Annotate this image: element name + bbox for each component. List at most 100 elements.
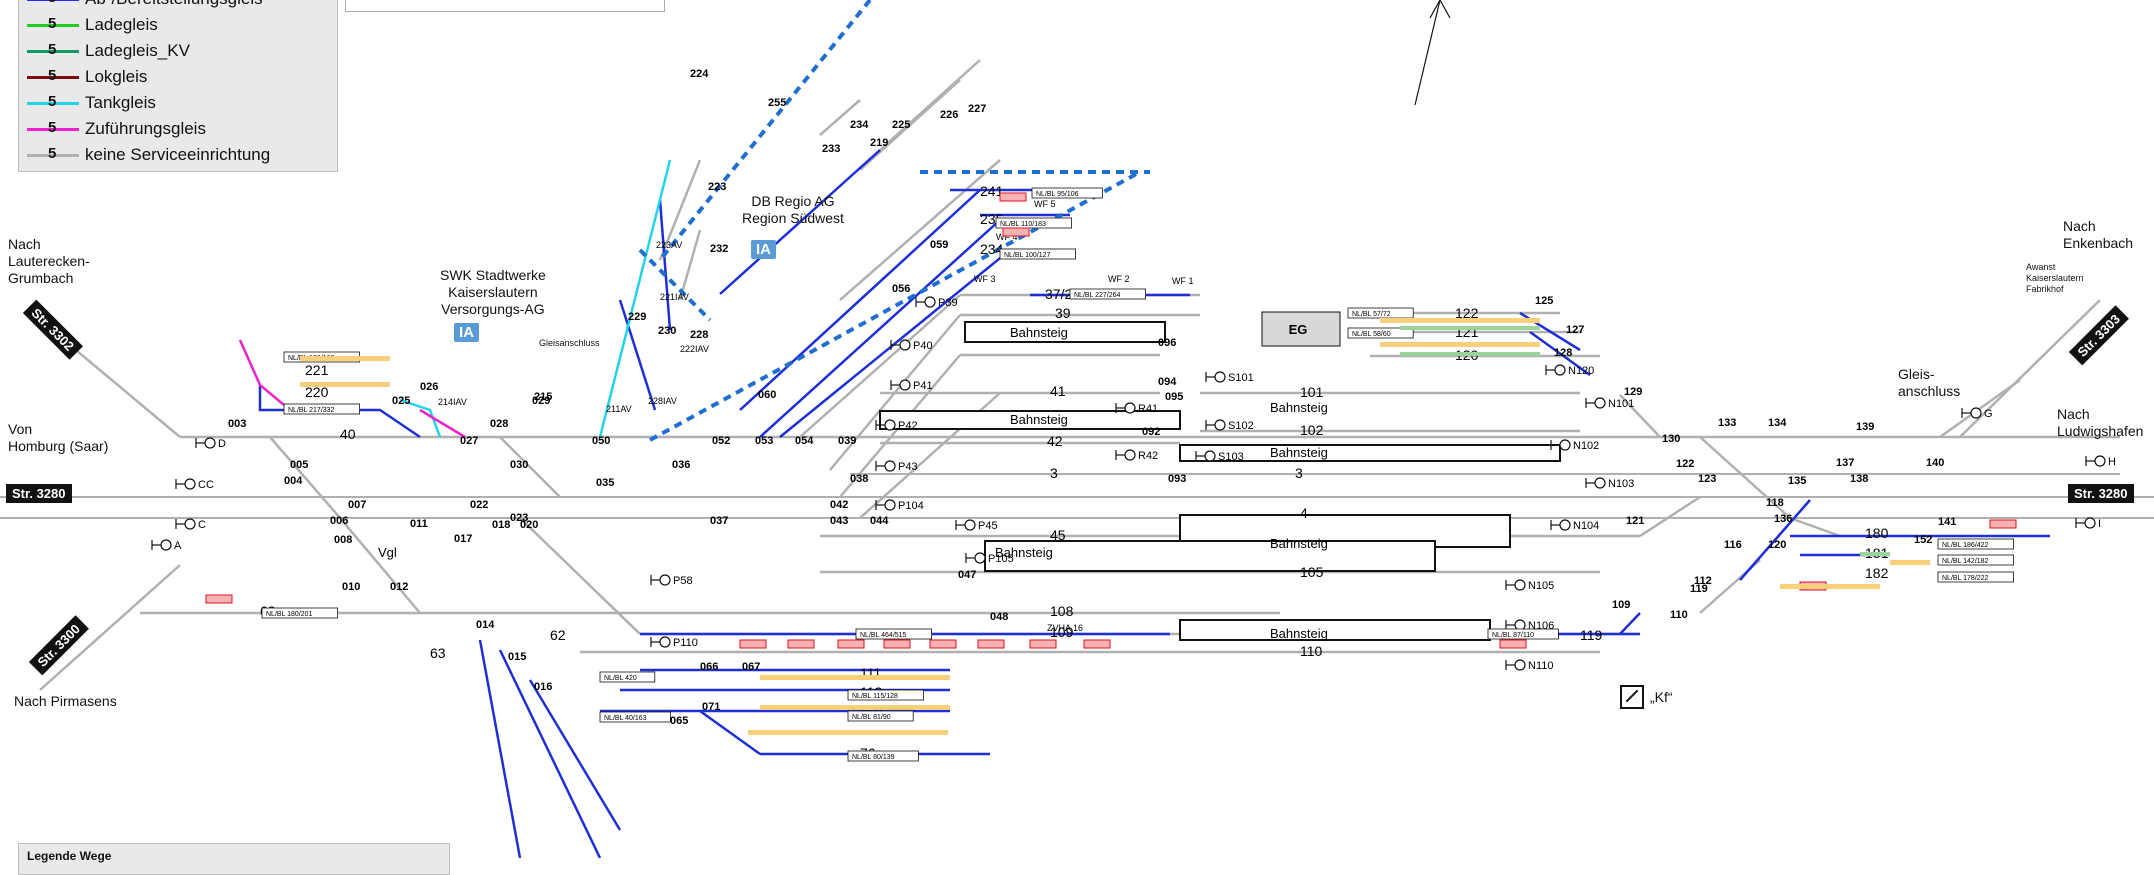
switch-number: 038 (850, 473, 868, 485)
diag-225 (859, 79, 961, 171)
legend-swatch: 5 (27, 15, 79, 35)
switch-number: 129 (1624, 386, 1642, 398)
signal-label: N101 (1608, 398, 1634, 410)
signal-icon (2084, 517, 2096, 529)
switch-number: 140 (1926, 457, 1944, 469)
signal-label: G (1984, 408, 1993, 420)
nlbl-box (599, 671, 656, 683)
diag-054 (799, 294, 961, 438)
equipment-marker (883, 639, 911, 649)
signal-label: N110 (1528, 660, 1553, 672)
blue-track-227 (618, 299, 657, 411)
diag-232 (839, 159, 1001, 301)
boundary-db (649, 170, 1141, 442)
nlbl-label: NL/BL 87/110 (1492, 632, 1534, 639)
track-number: 110 (1300, 643, 1323, 659)
direction-pirmasens: Nach Pirmasens (14, 693, 117, 709)
signal-label: S101 (1228, 372, 1254, 384)
signal-icon (659, 636, 671, 648)
legend-wege: Legende Wege (18, 843, 450, 875)
switch-number: 230 (658, 325, 676, 337)
storage-area (1780, 584, 1880, 589)
switch-number: 010 (342, 581, 360, 593)
platform-label: Bahnsteig (995, 545, 1053, 560)
signal-icon (1594, 477, 1606, 489)
switch-number: 226 (940, 109, 958, 121)
switch-number: 023 (510, 512, 528, 524)
switch-number: 225 (892, 119, 910, 131)
legend-swatch: 5 (27, 67, 79, 87)
switch-number: 223 (708, 181, 726, 193)
feed-track-221 (238, 339, 291, 411)
diag-056 (829, 314, 961, 471)
blue-track-235 (739, 189, 981, 411)
diag-121 (1639, 495, 1701, 538)
storage-area (1380, 318, 1540, 323)
signal-label: N103 (1608, 478, 1634, 490)
ia-badge-swk: IA (454, 323, 479, 342)
switch-number: 233 (822, 143, 840, 155)
equipment-marker (999, 192, 1027, 202)
diag-232b (819, 99, 861, 136)
misc-label: WF 5 (1034, 199, 1056, 209)
platform-box (964, 321, 1166, 343)
switch-number: 066 (700, 661, 718, 673)
diag-224 (879, 59, 981, 151)
switch-number: 016 (534, 681, 552, 693)
platform-label: Bahnsteig (1270, 400, 1328, 415)
switch-number: 025 (392, 395, 410, 407)
switch-number: 215 (534, 391, 552, 403)
switch-number: 128 (1554, 347, 1572, 359)
misc-label: ZVHA 16 (1047, 623, 1083, 633)
switch-number: 110 (1670, 609, 1688, 621)
nlbl-label: NL/BL 420 (604, 675, 637, 682)
storage-area (1380, 342, 1540, 347)
switch-number: 008 (334, 534, 352, 546)
nlbl-label: NL/BL 178/222 (1942, 575, 1989, 582)
nlbl-box (283, 403, 360, 415)
operator-swk: SWK Stadtwerke Kaiserslautern Versorgung… (440, 267, 546, 317)
switch-number: 234 (850, 119, 869, 131)
kf-label: „Kf“ (1650, 689, 1673, 705)
storage-area (760, 705, 950, 710)
legend-swatch: 5 (27, 93, 79, 113)
storage-area (1890, 560, 1930, 565)
signal-icon (184, 478, 196, 490)
track-number: 221 (305, 362, 329, 378)
diag-pirmasens (39, 564, 181, 691)
load-area (1400, 352, 1540, 356)
kf-symbol: „Kf“ (1620, 685, 1673, 709)
load-area (1400, 326, 1540, 330)
switch-number: 096 (1158, 337, 1176, 349)
switch-number: 004 (284, 475, 303, 487)
switch-number: 224 (690, 68, 709, 80)
switch-number: 037 (710, 515, 728, 527)
feed-track-027 (419, 408, 466, 439)
equipment-marker (739, 639, 767, 649)
platform-label: Bahnsteig (1270, 626, 1328, 641)
blue-track-071 (699, 709, 761, 756)
signal-label: N102 (1573, 440, 1599, 452)
switch-number: 119 (1690, 583, 1708, 595)
track-number: 122 (1455, 305, 1479, 321)
equipment-marker (1083, 639, 1111, 649)
signal-icon (924, 296, 936, 308)
switch-number: 020 (520, 519, 538, 531)
equipment-marker (205, 594, 233, 604)
street-badge-3280-right: Str. 3280 (2068, 484, 2134, 503)
switch-number: 127 (1566, 324, 1584, 336)
blue-track-116 (1739, 499, 1811, 581)
switch-number: 050 (592, 435, 610, 447)
switch-number: 047 (958, 569, 976, 581)
switch-number: 229 (628, 311, 646, 323)
track-number: 42 (1047, 433, 1063, 449)
signal-label: P58 (673, 575, 693, 587)
track-number: 180 (1865, 525, 1889, 541)
nlbl-label: NL/BL 95/106 (1036, 191, 1079, 198)
nlbl-label: NL/BL 142/182 (1942, 558, 1989, 565)
switch-number: 232 (710, 243, 728, 255)
signal-label: P40 (913, 340, 933, 352)
nlbl-box (847, 689, 924, 701)
